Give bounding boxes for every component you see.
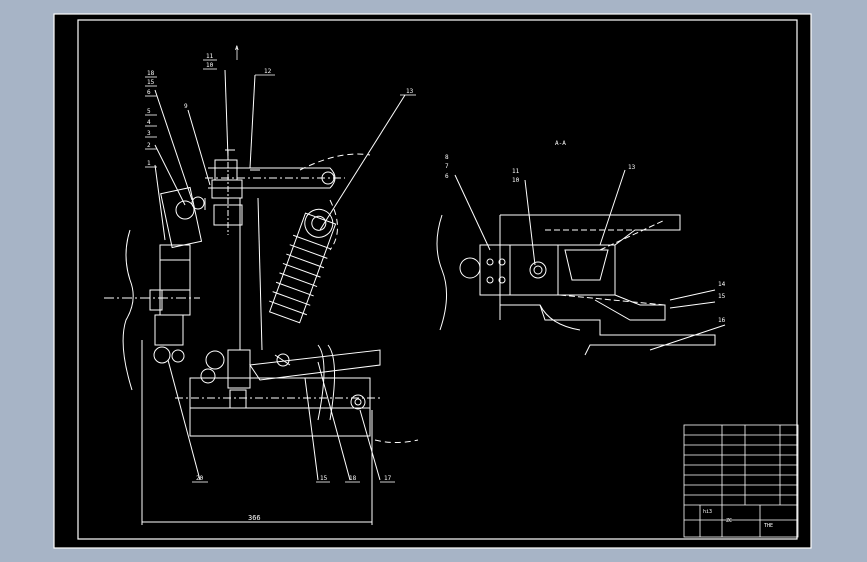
callout-4: 4: [147, 119, 151, 126]
title-note-3: THE: [764, 523, 773, 529]
callout-r-16: 16: [718, 317, 726, 324]
callout-13: 13: [406, 88, 414, 95]
callout-3: 3: [147, 130, 151, 137]
callout-r-11: 11: [512, 168, 520, 175]
callout-r-8: 8: [445, 154, 449, 161]
callout-20: 20: [196, 475, 204, 482]
drawing-sheet: [53, 13, 812, 549]
callout-17: 17: [384, 475, 392, 482]
title-block: [683, 424, 799, 538]
callout-8: 18: [147, 70, 155, 77]
drawing-frame: [77, 19, 798, 540]
section-view-a-a: [436, 169, 726, 356]
callout-r-13: 13: [628, 164, 636, 171]
callout-5: 5: [147, 108, 151, 115]
left-assembly-view: [104, 69, 419, 525]
title-note-2: ZC: [726, 518, 732, 524]
callout-15: 15: [320, 475, 328, 482]
dimension-366: 366: [248, 514, 261, 522]
callout-6: 6: [147, 89, 151, 96]
callout-7: 15: [147, 79, 155, 86]
callout-11: 11: [206, 53, 214, 60]
right-callouts: A-A 8 7 6 11 10 13 14 15 16: [445, 140, 726, 324]
leader-underlines: [145, 46, 416, 483]
callout-10: 10: [206, 62, 214, 69]
callout-9: 9: [184, 103, 188, 110]
callout-r-6: 6: [445, 173, 449, 180]
callout-r-14: 14: [718, 281, 726, 288]
callout-r-7: 7: [445, 163, 449, 170]
callout-r-15: 15: [718, 293, 726, 300]
callout-18: 18: [349, 475, 357, 482]
callout-r-10: 10: [512, 177, 520, 184]
view-label-a-a: A-A: [555, 140, 566, 147]
callout-2: 2: [147, 142, 151, 149]
callout-1: 1: [147, 160, 151, 167]
title-note-1: hi3: [703, 509, 712, 515]
title-block-notes: hi3 ZC THE: [703, 509, 773, 529]
callout-12: 12: [264, 68, 272, 75]
